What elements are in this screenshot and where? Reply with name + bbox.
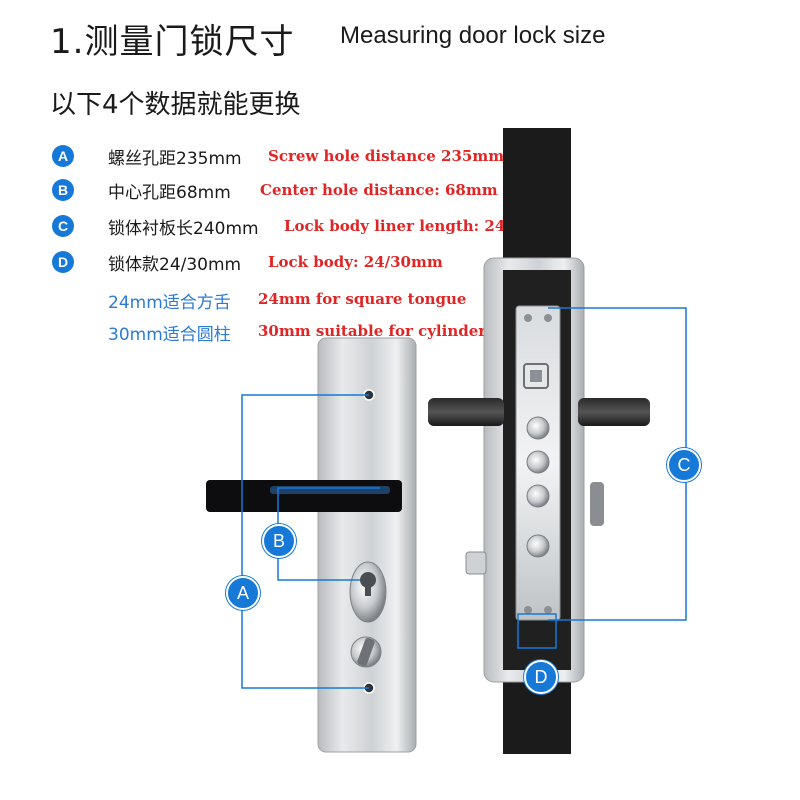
note-square-en: 24mm for square tongue — [258, 290, 467, 308]
liner-screw-icon — [544, 314, 552, 322]
spec-b-en: Center hole distance: 68mm — [260, 181, 498, 199]
dimension-line-a — [241, 394, 369, 689]
page-subtitle: 以下4个数据就能更换 — [50, 90, 301, 120]
spec-d-en: Lock body: 24/30mm — [268, 253, 443, 271]
diagram-badge-b: B — [262, 524, 296, 558]
liner-screw-icon — [524, 606, 532, 614]
spec-b-cn: 中心孔距68mm — [108, 182, 231, 203]
spec-a-en: Screw hole distance 235mm — [268, 147, 505, 165]
spindle-left — [428, 398, 504, 426]
handle-lever — [206, 480, 402, 512]
handle-reflection — [270, 486, 390, 494]
spindle-right — [578, 398, 650, 426]
note-square-cn: 24mm适合方舌 — [108, 293, 231, 313]
dimension-box-d — [517, 613, 557, 649]
page-title-english: Measuring door lock size — [340, 22, 606, 49]
page-title: 1.测量门锁尺寸 — [50, 22, 295, 62]
note-cylinder-en: 30mm suitable for cylinder — [258, 322, 487, 340]
spec-row-b: B 中心孔距68mm Center hole distance: 68mm — [52, 176, 498, 204]
badge-a: A — [52, 145, 74, 167]
badge-b: B — [52, 179, 74, 201]
spec-c-cn: 锁体衬板长240mm — [108, 218, 259, 239]
deadbolt-icon — [526, 484, 550, 508]
side-latch — [590, 482, 604, 526]
spec-row-a: A 螺丝孔距235mm Screw hole distance 235mm — [52, 142, 504, 170]
spec-c-en: Lock body liner length: 240mm — [284, 217, 548, 235]
spec-a-cn: 螺丝孔距235mm — [108, 148, 242, 169]
spec-d-cn: 锁体款24/30mm — [108, 254, 242, 275]
badge-c: C — [52, 215, 74, 237]
deadbolt-icon — [526, 534, 550, 558]
badge-d: D — [52, 251, 74, 273]
note-cylinder-cn: 30mm适合圆柱 — [108, 325, 231, 345]
small-latch — [465, 551, 487, 575]
thumb-turn-knob — [357, 637, 375, 667]
deadbolt-icon — [526, 450, 550, 474]
latch-tongue-inner — [530, 370, 542, 382]
diagram-badge-a: A — [226, 576, 260, 610]
liner-screw-icon — [524, 314, 532, 322]
spec-row-d: D 锁体款24/30mm Lock body: 24/30mm — [52, 248, 443, 276]
deadbolt-icon — [526, 416, 550, 440]
liner-screw-icon — [544, 606, 552, 614]
dimension-line-b-up — [277, 487, 380, 524]
diagram-badge-d: D — [524, 660, 558, 694]
diagram-badge-c: C — [667, 448, 701, 482]
keyhole-slot — [365, 580, 371, 596]
handle-plate — [317, 337, 417, 753]
spec-row-c: C 锁体衬板长240mm Lock body liner length: 240… — [52, 212, 547, 240]
